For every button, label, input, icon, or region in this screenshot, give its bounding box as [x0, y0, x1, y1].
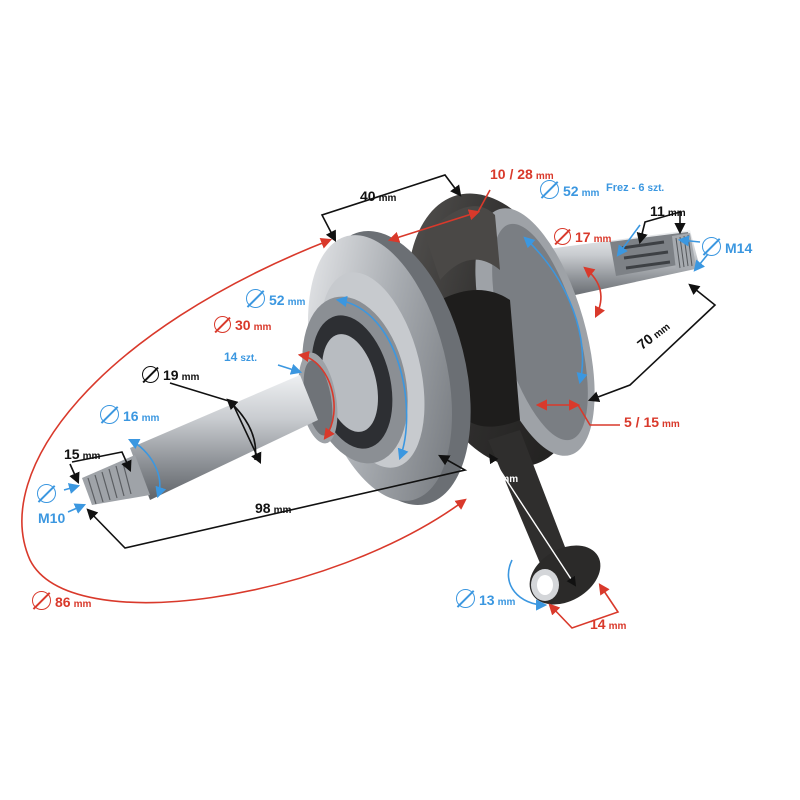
diameter-icon	[246, 289, 265, 308]
left-shaft	[82, 375, 318, 505]
diameter-icon	[142, 366, 159, 383]
diameter-icon	[702, 237, 721, 256]
diameter-icon	[456, 589, 475, 608]
diameter-icon	[554, 228, 571, 245]
diameter-icon	[214, 316, 231, 333]
diameter-icon	[32, 591, 51, 610]
thread-m14-label: M14	[702, 237, 752, 256]
diameter-icon	[100, 405, 119, 424]
value: 40	[360, 188, 376, 204]
diameter-icon	[540, 180, 559, 199]
diameter-icon	[37, 484, 56, 503]
thread-m10-label: M10	[38, 510, 66, 526]
dimension-lines	[21, 174, 717, 629]
diameter-icon-m10	[37, 484, 60, 503]
